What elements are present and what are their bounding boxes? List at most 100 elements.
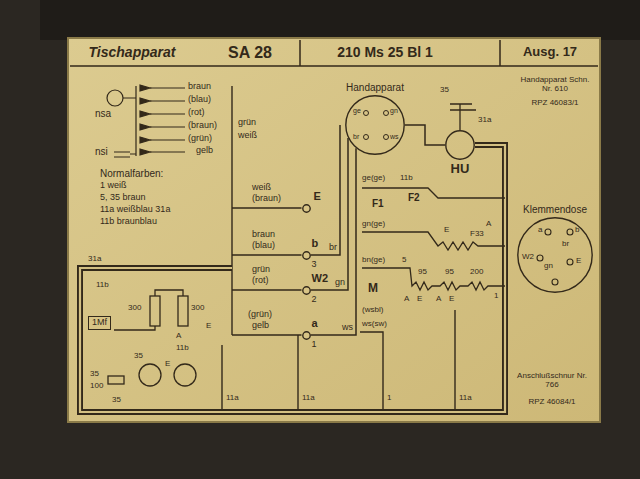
wiring-label: 95 xyxy=(445,268,454,277)
wiring-label: weiß xyxy=(252,183,271,193)
note-text: RPZ 46084/1 xyxy=(528,398,575,407)
wiring-label: (rot) xyxy=(188,108,205,118)
wiring-label: grün xyxy=(252,265,270,275)
wiring-label: 100 xyxy=(90,382,103,391)
header-text: 210 Ms 25 Bl 1 xyxy=(337,45,433,60)
fork-contacts xyxy=(362,188,505,198)
note-text: 5, 35 braun xyxy=(100,193,146,203)
wiring-label: ws(sw) xyxy=(362,320,387,329)
wiring-label: 35 xyxy=(112,396,121,405)
hook-switch-circle: HU xyxy=(445,130,475,160)
note-text: Normalfarben: xyxy=(100,168,163,179)
wiring-label: 35 xyxy=(440,86,449,95)
cable-bus xyxy=(80,145,505,412)
terminal-outline xyxy=(302,286,309,293)
junction-box-pins xyxy=(552,279,558,285)
junction-box-pins xyxy=(567,229,573,235)
wiring-label: braun xyxy=(252,230,275,240)
circle-outline xyxy=(446,131,474,159)
wire-color-label: ws xyxy=(342,323,353,333)
cable-bus xyxy=(80,145,505,412)
terminal: E xyxy=(302,204,311,213)
wiring-label: gn(ge) xyxy=(362,220,385,229)
hook-switch-springs xyxy=(450,104,476,130)
header-text: Tischapparat xyxy=(89,45,176,60)
wiring-label: A xyxy=(176,332,181,341)
ringer-symbol xyxy=(139,364,161,386)
wiring-label: 300 xyxy=(128,304,141,313)
wiring-label: nsa xyxy=(95,108,111,119)
circle-outline xyxy=(345,95,405,155)
wiring-label: ge(ge) xyxy=(362,174,385,183)
node-label: HU xyxy=(451,162,470,176)
terminal: b3 xyxy=(302,251,311,260)
wiring-label: br xyxy=(562,240,569,249)
ringer-symbol xyxy=(155,290,183,296)
wiring-label: (braun) xyxy=(188,121,217,131)
handset-plug-pins xyxy=(384,111,389,116)
wiring-label: gn xyxy=(544,262,553,271)
wiring-label: 31a xyxy=(88,255,101,264)
wiring-label: gelb xyxy=(196,146,213,156)
wiring-label: 11b xyxy=(400,174,413,183)
wiring-label: b xyxy=(575,226,579,235)
header-rules xyxy=(70,40,598,66)
handset-plug-pins xyxy=(364,111,369,116)
wire-color-label: gn xyxy=(335,278,345,288)
wiring-label: E xyxy=(165,360,170,369)
terminal-wires xyxy=(297,335,298,409)
circle-outline xyxy=(346,96,404,154)
terminal-outline xyxy=(302,331,309,338)
junction-box-pins xyxy=(537,229,573,285)
wiring-label: E xyxy=(449,295,454,304)
circle-outline xyxy=(518,218,592,292)
wire-connector xyxy=(311,138,349,290)
ringer-symbol xyxy=(174,364,196,386)
wiring-label: weiß xyxy=(238,131,257,141)
junction-box-pins xyxy=(537,255,543,261)
wiring-label: (wsbl) xyxy=(362,306,383,315)
station-contacts xyxy=(123,86,136,156)
terminal-wires xyxy=(231,86,232,335)
induction-coil xyxy=(362,268,505,290)
hook-switch-springs xyxy=(450,104,476,130)
terminal-outline xyxy=(302,204,309,211)
terminal-label: E xyxy=(314,190,321,202)
header-text: SA 28 xyxy=(228,44,272,62)
wiring-label: A xyxy=(436,295,441,304)
wiring-label: (braun) xyxy=(252,194,281,204)
wire-connector xyxy=(311,148,357,335)
ringer-symbol xyxy=(114,326,155,330)
terminal: a1 xyxy=(302,331,311,340)
wiring-label: (rot) xyxy=(252,276,269,286)
terminal-outline xyxy=(302,204,311,213)
wiring-label: (grün) xyxy=(248,310,272,320)
wiring-label: A xyxy=(404,295,409,304)
fork-contacts xyxy=(362,188,505,250)
terminal: W22 xyxy=(302,286,311,295)
wiring-label: braun xyxy=(188,82,211,92)
note-text: 11a weißblau 31a xyxy=(100,205,170,215)
wiring-label: 31a xyxy=(478,116,491,125)
terminal-wires xyxy=(232,208,302,335)
ringer-symbol xyxy=(178,296,188,326)
wiring-label: a xyxy=(538,226,542,235)
frame-background xyxy=(40,0,640,40)
wiring-label: (blau) xyxy=(188,95,211,105)
wiring-label: E xyxy=(576,257,581,266)
wiring-label: grün xyxy=(238,118,256,128)
wiring-label: W2 xyxy=(522,253,534,262)
wiring-label: F2 xyxy=(408,192,420,203)
wiring-label: A xyxy=(486,220,491,229)
wiring-label: ws xyxy=(390,133,399,141)
wiring-label: F33 xyxy=(470,230,484,239)
wiring-label: nsi xyxy=(95,146,108,157)
terminal-outline xyxy=(302,286,311,295)
terminal-label: 1 xyxy=(312,340,317,350)
terminal-outline xyxy=(302,251,309,258)
